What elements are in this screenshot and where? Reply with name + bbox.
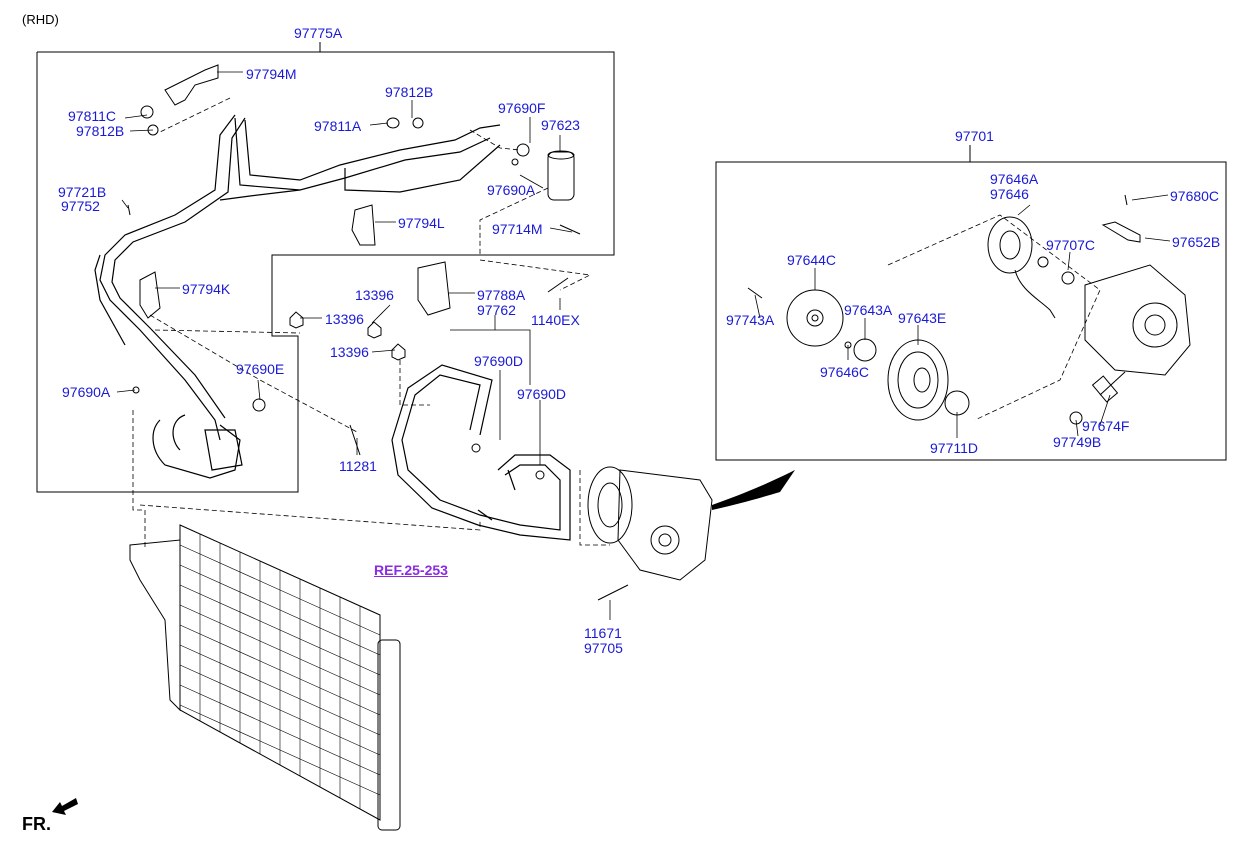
- label-97812b-left: 97812B: [76, 123, 125, 139]
- bracket-97794k: [139, 271, 161, 319]
- liquid-pipe: [244, 119, 501, 181]
- label-13396-b: 13396: [325, 311, 364, 327]
- front-arrow-icon: [52, 798, 78, 815]
- label-97812b-top: 97812B: [385, 84, 434, 100]
- label-97775a: 97775A: [294, 25, 343, 41]
- label-13396-c: 13396: [330, 344, 369, 360]
- label-97749b: 97749B: [1053, 434, 1102, 450]
- label-11671: 11671: [584, 625, 622, 641]
- label-97646a: 97646A: [990, 171, 1039, 187]
- pulley-97643e: [887, 339, 949, 421]
- compressor-body: [617, 469, 713, 581]
- label-97690a-left: 97690A: [62, 384, 111, 400]
- block-97788a: [417, 261, 451, 316]
- label-97690a-top: 97690A: [487, 182, 536, 198]
- label-97690f: 97690F: [498, 100, 546, 116]
- label-97811c: 97811C: [68, 108, 117, 124]
- label-97752: 97752: [61, 198, 100, 214]
- reference-link[interactable]: REF.25-253: [374, 562, 448, 578]
- orientation-note: (RHD): [22, 12, 59, 27]
- label-11281: 11281: [339, 458, 377, 474]
- bracket-97794m: [164, 64, 219, 106]
- label-97743a: 97743A: [726, 312, 775, 328]
- label-97705: 97705: [584, 640, 623, 656]
- label-97794k: 97794K: [182, 281, 231, 297]
- receiver-drier-shape: [547, 151, 575, 201]
- label-97646: 97646: [990, 186, 1029, 202]
- label-97701: 97701: [955, 128, 994, 144]
- detail-arrow: [712, 470, 795, 510]
- front-marker: FR.: [22, 814, 51, 834]
- discharge-hose-inner: [391, 364, 571, 541]
- label-13396-a: 13396: [355, 287, 394, 303]
- suction-pipe-inner: [111, 117, 246, 419]
- label-97714m: 97714M: [492, 221, 543, 237]
- label-97690e: 97690E: [236, 361, 285, 377]
- label-97794m: 97794M: [246, 66, 297, 82]
- label-97644c: 97644C: [787, 252, 837, 268]
- main-assy-frame: [36, 51, 615, 493]
- hub-97644c: [786, 289, 844, 347]
- label-97690d-a: 97690D: [474, 353, 524, 369]
- liquid-pipe-inner: [234, 117, 491, 191]
- label-97721b: 97721B: [58, 184, 107, 200]
- suction-pipe: [99, 114, 236, 441]
- compressor-body-detail: [1084, 264, 1191, 376]
- label-97643a: 97643A: [844, 302, 893, 318]
- condenser-receiver-tank: [377, 639, 401, 831]
- label-97690d-b: 97690D: [517, 386, 567, 402]
- label-97652b: 97652B: [1172, 234, 1221, 250]
- label-97811a: 97811A: [314, 118, 362, 134]
- compressor-pulley: [587, 466, 633, 544]
- label-97762: 97762: [477, 302, 516, 318]
- label-97794l: 97794L: [398, 215, 445, 231]
- label-1140ex: 1140EX: [531, 312, 580, 328]
- label-97623: 97623: [541, 117, 580, 133]
- label-97707c: 97707C: [1046, 237, 1096, 253]
- label-97643e: 97643E: [898, 310, 947, 326]
- coil-97646: [987, 216, 1033, 274]
- label-97680c: 97680C: [1170, 188, 1220, 204]
- label-97711d: 97711D: [930, 440, 979, 456]
- bracket-97794l: [351, 204, 376, 246]
- discharge-hose: [401, 374, 561, 531]
- label-97646c: 97646C: [820, 364, 870, 380]
- label-97674f: 97674F: [1082, 418, 1130, 434]
- label-97788a: 97788A: [477, 287, 526, 303]
- compressor-assy-frame: [715, 161, 1227, 461]
